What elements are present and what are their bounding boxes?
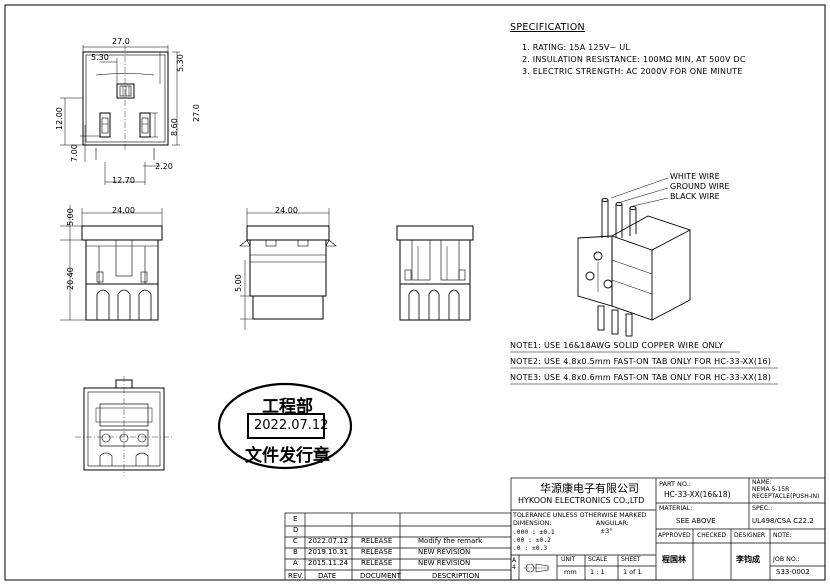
revision-cell-date: 2015.11.24 bbox=[308, 559, 349, 567]
note-label: NOTE: bbox=[773, 532, 792, 539]
dim-front-2040: 20.40 bbox=[66, 267, 75, 290]
spec-item-1: 1. RATING: 15A 125V~ UL bbox=[522, 43, 631, 52]
designer-by: 李钧成 bbox=[736, 555, 760, 564]
note-3: NOTE3: USE 4.8x0.6mm FAST-ON TAB ONLY FO… bbox=[510, 373, 772, 382]
dimension-label: DIMENSION: bbox=[513, 520, 552, 527]
dim-1270: 12.70 bbox=[112, 176, 135, 185]
revision-cell-desc: NEW REVISION bbox=[418, 548, 471, 556]
revision-cell-desc: Modify the remark bbox=[418, 537, 483, 545]
company-name-en: HYKOON ELECTRONICS CO.,LTD bbox=[518, 496, 645, 505]
revision-table-lines bbox=[284, 512, 512, 581]
side-view bbox=[239, 208, 337, 330]
material-label: MATERIAL: bbox=[659, 505, 693, 512]
revision-cell-desc: NEW REVISION bbox=[418, 559, 471, 567]
front-view bbox=[60, 205, 163, 321]
stamp-label: 文件发行章 bbox=[245, 446, 330, 466]
checked-label: CHECKED bbox=[697, 532, 727, 539]
rev-header-desc: DESCRIPTION bbox=[432, 572, 480, 580]
spec-item-3: 3. ELECTRIC STRENGTH: AC 2000V FOR ONE M… bbox=[522, 67, 743, 76]
rev-header-date: DATE bbox=[318, 572, 337, 580]
dim-top-width: 27.0 bbox=[112, 37, 130, 46]
designer-label: DESIGNER bbox=[734, 532, 766, 539]
company-name-cn: 华源康电子有限公司 bbox=[540, 482, 639, 495]
unit-value: mm bbox=[564, 568, 577, 576]
name-line-1: NEMA 5-15R bbox=[752, 486, 790, 493]
isometric-view bbox=[577, 177, 691, 337]
dim-front-width: 24.00 bbox=[112, 206, 135, 215]
unit-label: UNIT bbox=[561, 556, 576, 563]
top-view bbox=[60, 45, 180, 185]
dim-front-500: 5.00 bbox=[66, 208, 75, 226]
tolerance-row-3: .0 : ±0.3 bbox=[513, 545, 548, 552]
job-no: S33-0002 bbox=[776, 568, 810, 576]
bottom-view bbox=[75, 376, 172, 476]
dim-side-500: 5.00 bbox=[234, 274, 243, 292]
dim-side-width: 24.00 bbox=[275, 206, 298, 215]
wire-label-ground: GROUND WIRE bbox=[670, 182, 730, 191]
dim-top-height: 27.0 bbox=[192, 104, 201, 122]
spec-label: SPEC.: bbox=[752, 505, 773, 512]
revision-cell-doc: RELEASE bbox=[361, 548, 393, 556]
spec-item-2: 2. INSULATION RESISTANCE: 100MΩ MIN, AT … bbox=[522, 55, 746, 64]
angular-label: ANGULAR: bbox=[596, 520, 629, 527]
tolerance-label: TOLERANCE UNLESS OTHERWISE MARKED bbox=[513, 512, 647, 519]
title-block-lines bbox=[510, 477, 826, 581]
tolerance-row-1: .000 : ±0.1 bbox=[513, 529, 555, 536]
rev-header-rev: REV. bbox=[288, 572, 304, 580]
note-1: NOTE1: USE 16&18AWG SOLID COPPER WIRE ON… bbox=[510, 341, 724, 350]
revision-cell-rev: E bbox=[293, 515, 298, 523]
sheet-label: SHEET bbox=[621, 556, 641, 563]
revision-cell-date: 2019.10.31 bbox=[308, 548, 349, 556]
dim-700: 7.00 bbox=[70, 144, 79, 162]
rev-header-doc: DOCUMENT bbox=[360, 572, 401, 580]
spec-title: SPECIFICATION bbox=[510, 22, 585, 33]
sheet-value: 1 of 1 bbox=[623, 568, 642, 576]
stamp-dept: 工程部 bbox=[262, 397, 313, 417]
job-no-label: JOB NO.: bbox=[773, 556, 800, 563]
paper-size: A4 bbox=[512, 557, 517, 571]
spec-value: UL498/CSA C22.2 bbox=[752, 517, 814, 525]
name-label: NAME: bbox=[752, 479, 772, 486]
angular-value: ±3° bbox=[600, 528, 613, 535]
scale-value: 1 : 1 bbox=[590, 568, 605, 576]
part-no: HC-33-XX(16&18) bbox=[664, 490, 731, 499]
dim-top-530b: 5.30 bbox=[176, 54, 185, 72]
revision-cell-doc: RELEASE bbox=[361, 559, 393, 567]
revision-cell-date: 2022.07.12 bbox=[308, 537, 349, 545]
approved-by: 程国林 bbox=[662, 555, 686, 564]
wire-label-white: WHITE WIRE bbox=[670, 172, 720, 181]
stamp-date: 2022.07.12 bbox=[254, 418, 329, 433]
revision-cell-rev: B bbox=[293, 548, 298, 556]
part-no-label: PART NO.: bbox=[659, 480, 692, 488]
dim-12: 12.00 bbox=[55, 107, 64, 130]
name-line-2: RECEPTACLE(PUSH-IN) bbox=[752, 493, 820, 500]
scale-label: SCALE bbox=[588, 556, 608, 563]
tolerance-row-2: .00 : ±0.2 bbox=[513, 537, 551, 544]
material-value: SEE ABOVE bbox=[676, 517, 716, 525]
approved-label: APPROVED bbox=[658, 532, 691, 539]
revision-cell-rev: C bbox=[293, 537, 298, 545]
rear-view bbox=[396, 225, 474, 321]
dim-top-530a: 5.30 bbox=[91, 53, 109, 62]
revision-cell-rev: D bbox=[293, 526, 299, 534]
revision-cell-doc: RELEASE bbox=[361, 537, 393, 545]
dim-220: 2.20 bbox=[155, 162, 173, 171]
note-2: NOTE2: USE 4.8x0.5mm FAST-ON TAB ONLY FO… bbox=[510, 357, 772, 366]
revision-cell-rev: A bbox=[293, 559, 298, 567]
wire-label-black: BLACK WIRE bbox=[670, 192, 720, 201]
release-stamp bbox=[217, 382, 353, 470]
dim-860: 8.60 bbox=[170, 118, 179, 136]
